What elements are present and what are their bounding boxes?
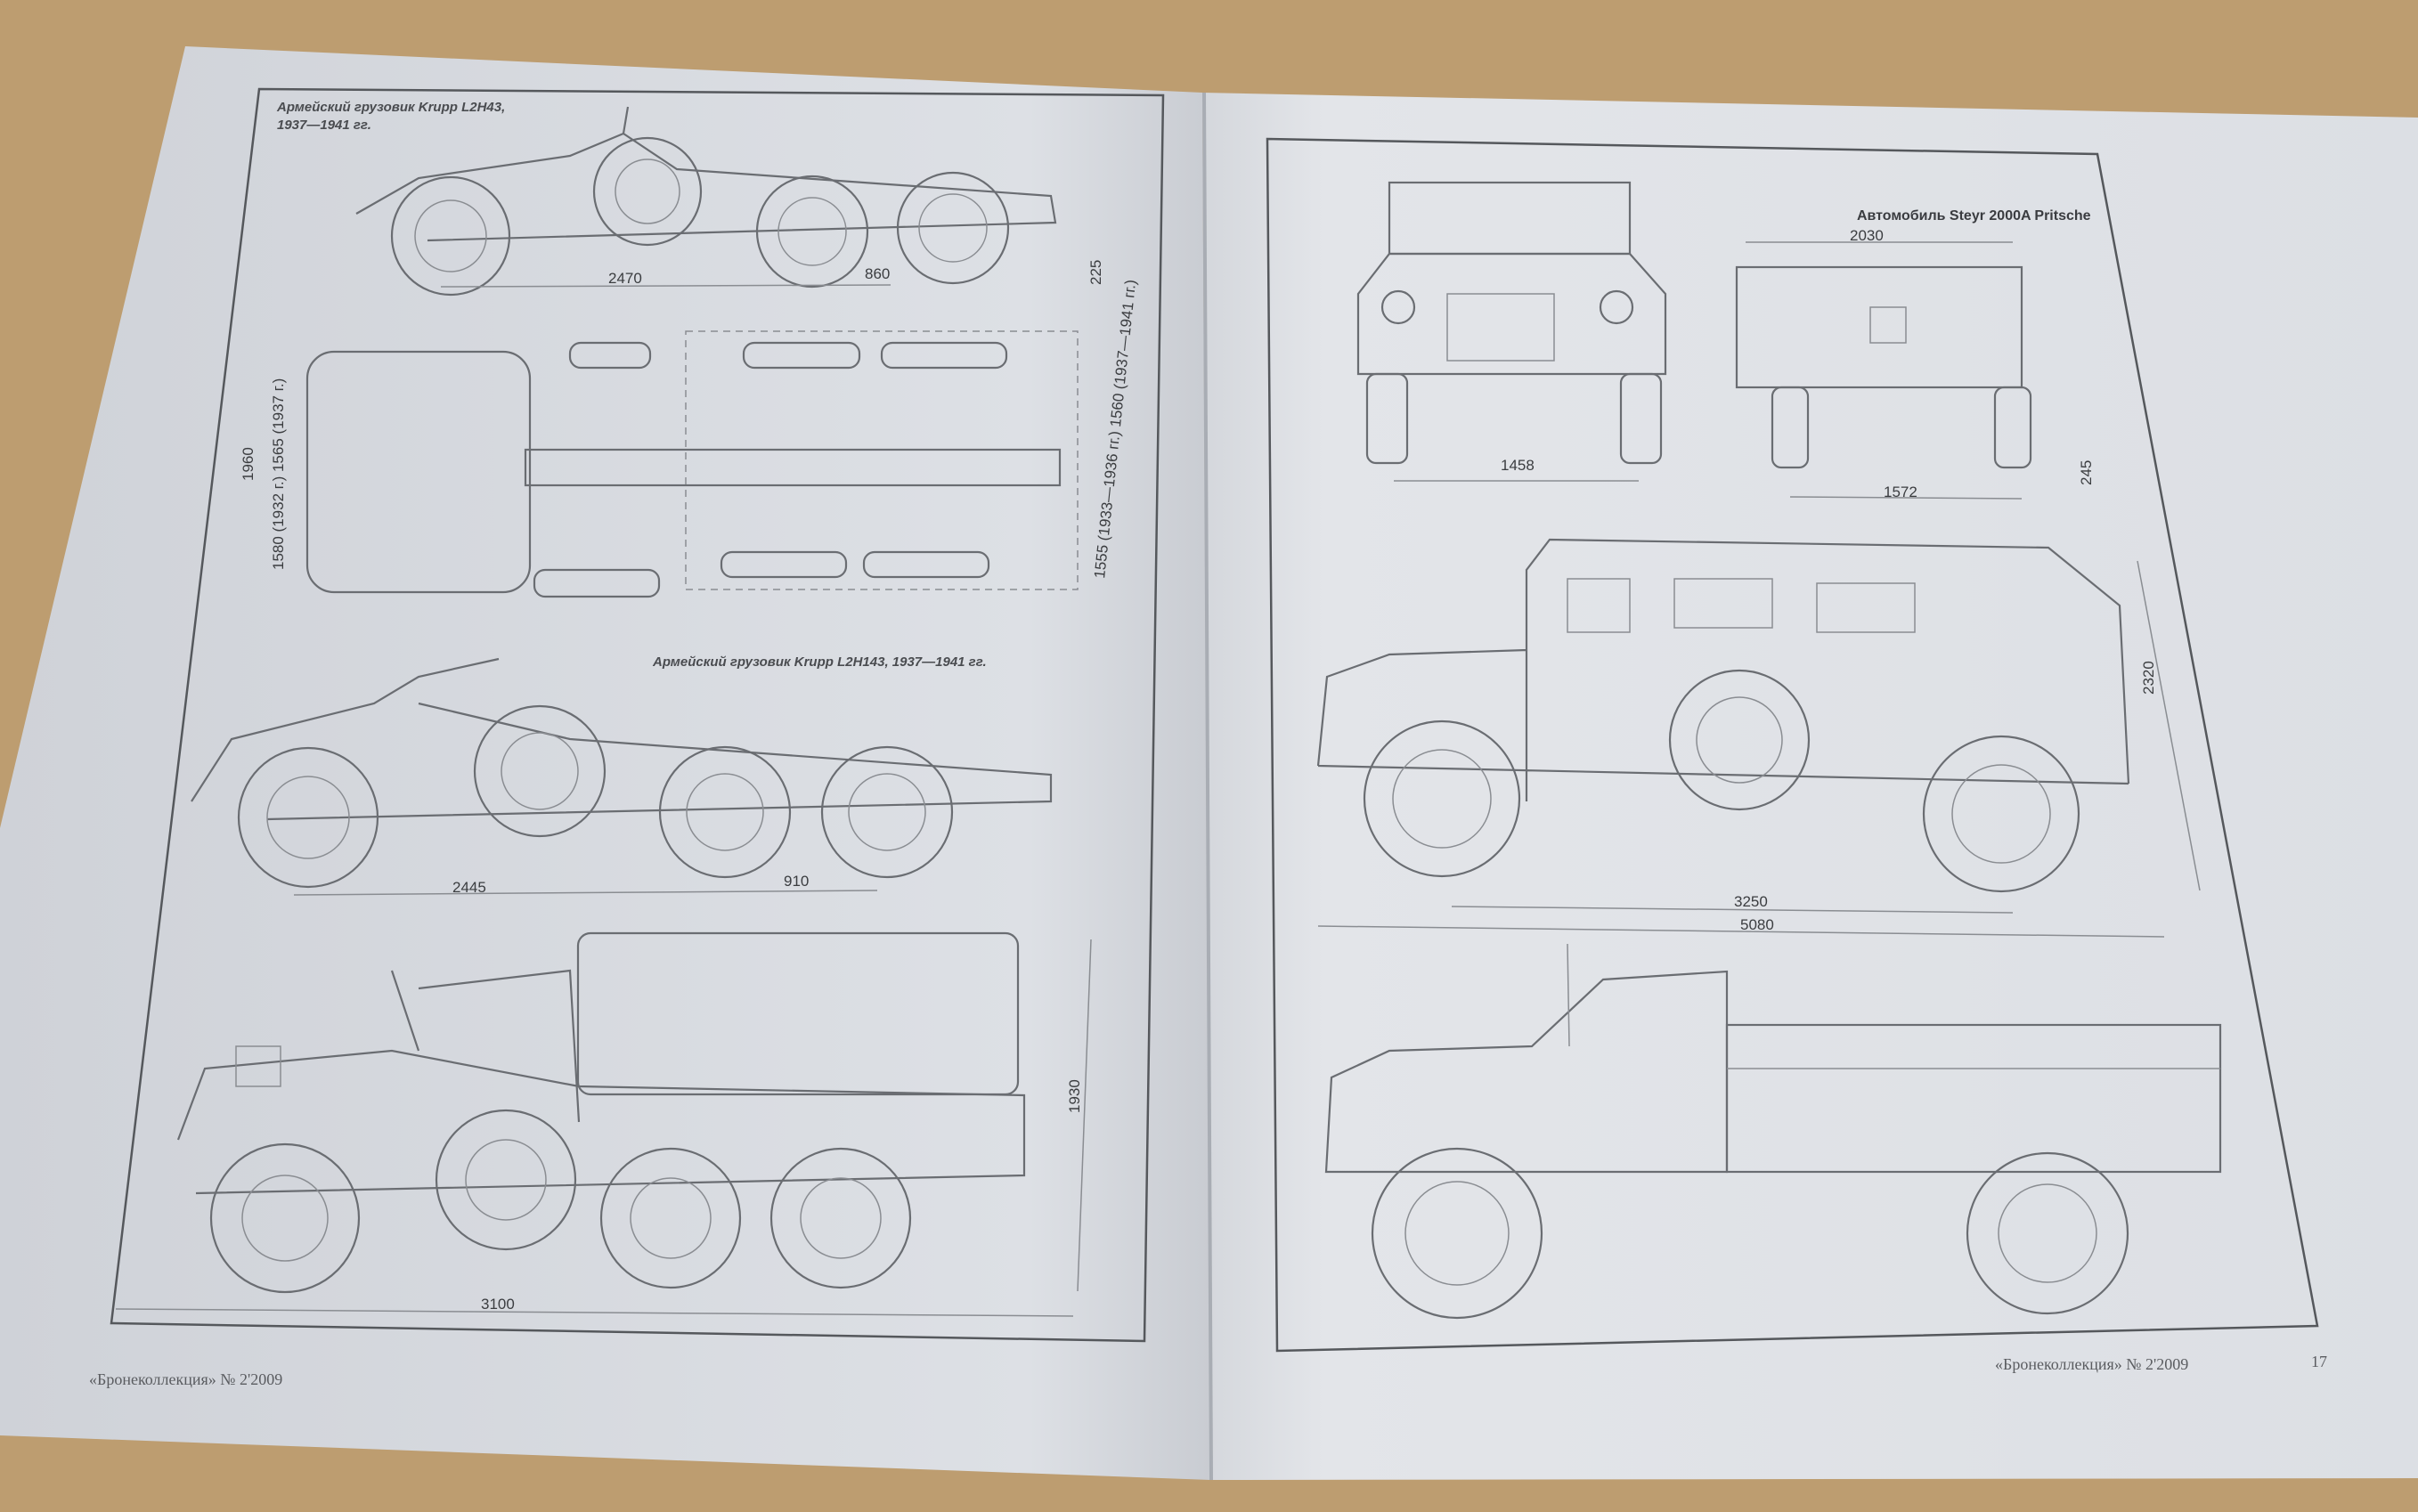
- dim-225: 225: [1087, 260, 1104, 285]
- drawing-steyr-front-view: [1356, 181, 1667, 482]
- title-krupp-l2h143: Армейский грузовик Krupp L2H143, 1937—19…: [652, 654, 987, 670]
- title-steyr-2000a: Автомобиль Steyr 2000A Pritsche: [1857, 208, 2091, 224]
- title-krupp-l2h43: Армейский грузовик Krupp L2H43,: [276, 100, 505, 115]
- drawing-steyr-rear-view: [1735, 241, 2032, 500]
- page-number: 17: [2311, 1353, 2327, 1370]
- drawing-krupp-with-canopy: [115, 931, 1092, 1317]
- dim-1960: 1960: [240, 447, 256, 481]
- dim-2445: 2445: [452, 879, 486, 896]
- left-drawing-frame: [110, 87, 1165, 1343]
- drawing-krupp-top-view: [305, 330, 1079, 598]
- spine-fold: [1202, 92, 1213, 1481]
- dim-2030: 2030: [1850, 227, 1884, 244]
- dim-3100: 3100: [481, 1296, 515, 1313]
- dim-1580-1565: 1580 (1932 г.) 1565 (1937 г.): [270, 378, 287, 570]
- drawing-krupp-l2h143-chassis: [191, 657, 1053, 896]
- dim-860: 860: [865, 265, 890, 282]
- right-footer: «Бронеколлекция» № 2'2009: [1995, 1355, 2188, 1373]
- dim-2320: 2320: [2140, 661, 2157, 695]
- title-krupp-l2h43-years: 1937—1941 гг.: [277, 118, 371, 133]
- dim-245: 245: [2078, 460, 2095, 485]
- dim-2470: 2470: [608, 270, 642, 287]
- left-footer: «Бронеколлекция» № 2'2009: [89, 1370, 282, 1388]
- right-page: [1202, 93, 2418, 1480]
- dim-5080: 5080: [1740, 916, 1774, 933]
- dim-1572: 1572: [1884, 484, 1917, 500]
- dim-1930: 1930: [1066, 1079, 1083, 1113]
- dim-1458: 1458: [1501, 457, 1535, 474]
- dim-3250: 3250: [1734, 893, 1768, 910]
- drawing-steyr-pritsche-truck: [1324, 943, 2222, 1320]
- right-drawing-frame: [1266, 137, 2319, 1353]
- drawing-krupp-side-chassis: [355, 106, 1057, 297]
- dim-910: 910: [784, 873, 809, 890]
- drawing-steyr-side-car: [1316, 538, 2201, 938]
